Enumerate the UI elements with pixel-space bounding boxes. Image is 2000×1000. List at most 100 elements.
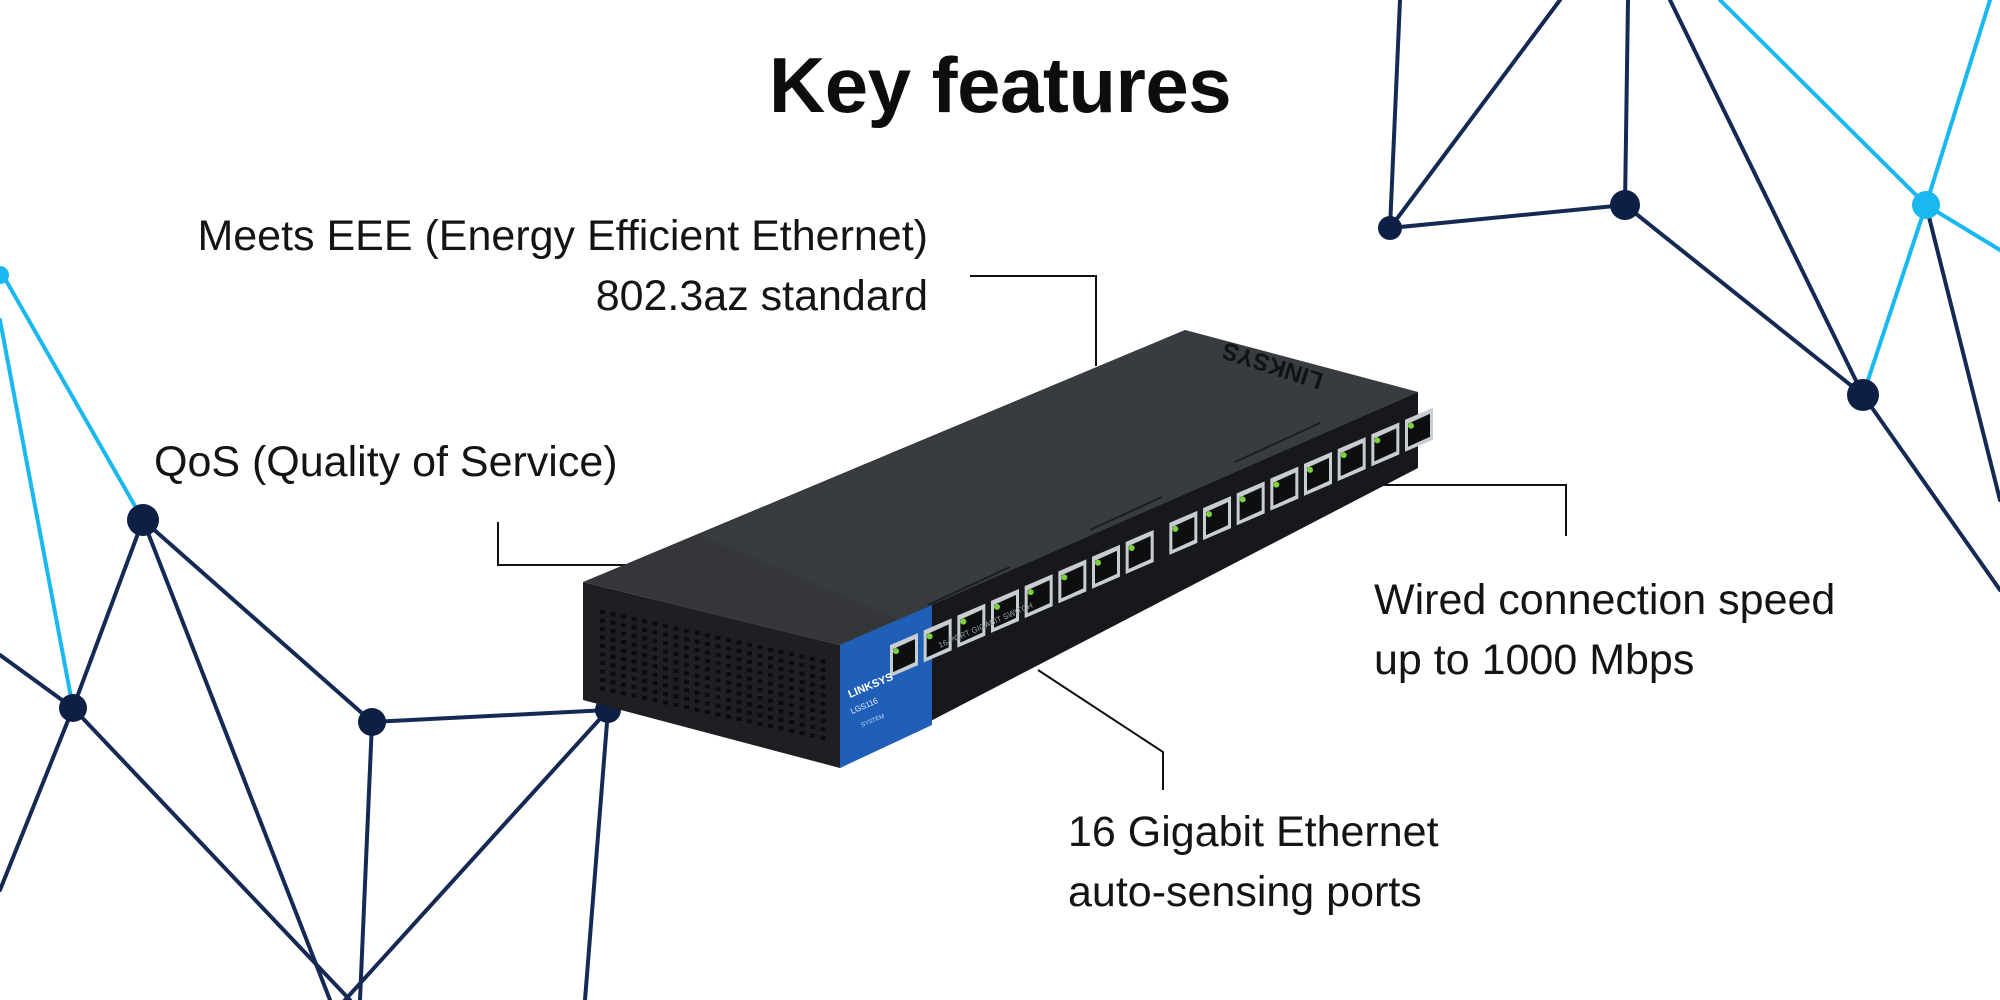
port-led-indicator <box>1061 574 1068 581</box>
vent-hole <box>715 678 721 683</box>
vent-hole <box>799 731 805 736</box>
vent-hole <box>694 665 700 670</box>
vent-hole <box>705 659 710 663</box>
vent-hole <box>663 632 668 637</box>
vent-hole <box>621 665 626 670</box>
callout-line-ports <box>1037 669 1164 790</box>
vent-hole <box>621 623 626 628</box>
port-led-indicator <box>1128 544 1135 551</box>
vent-hole <box>757 645 763 650</box>
feature-eee-line-1: Meets EEE (Energy Efficient Ethernet) <box>197 212 928 260</box>
vent-hole <box>673 702 679 707</box>
top-seams <box>927 422 1321 606</box>
network-switch: LINKSYS LINKSYS LGS116 SYSTEM 16-PORT GI… <box>583 330 1433 768</box>
vent-hole <box>715 669 721 674</box>
vent-hole <box>600 618 605 623</box>
vent-hole <box>631 676 637 681</box>
vent-hole <box>789 652 794 657</box>
vent-hole <box>768 664 773 669</box>
vent-hole <box>663 641 668 646</box>
vent-hole <box>610 671 616 676</box>
port-socket <box>1206 502 1228 536</box>
vent-hole <box>736 674 742 679</box>
port-socket <box>893 639 915 673</box>
vent-hole <box>715 703 721 708</box>
vent-hole <box>610 629 616 634</box>
vent-hole <box>652 689 658 694</box>
vent-hole <box>820 676 826 681</box>
vent-hole <box>768 707 773 712</box>
vent-hole <box>642 661 647 666</box>
vent-hole <box>810 699 815 704</box>
vent-hole <box>673 660 679 665</box>
feature-speed-line-2: up to 1000 Mbps <box>1374 636 1695 684</box>
vent-hole <box>663 658 668 663</box>
ethernet-port <box>890 633 918 678</box>
port-led-indicator <box>994 603 1000 610</box>
vent-hole <box>694 656 700 661</box>
vent-hole <box>768 715 773 720</box>
vent-hole <box>726 689 731 694</box>
vent-hole <box>621 640 626 645</box>
vent-hole <box>631 693 637 698</box>
vent-hole <box>684 705 689 710</box>
vent-hole <box>642 678 647 683</box>
ethernet-port <box>1092 544 1120 589</box>
vent-hole <box>810 682 815 687</box>
vent-hole <box>736 657 742 662</box>
switch-side-face <box>583 582 840 768</box>
vent-hole <box>600 627 605 631</box>
vent-hole <box>663 700 668 705</box>
feature-energy-efficient-ethernet: Meets EEE (Energy Efficient Ethernet) 80… <box>197 206 928 326</box>
vent-hole <box>663 692 668 697</box>
vent-hole <box>820 710 826 715</box>
vent-hole <box>673 685 679 690</box>
vent-hole <box>747 693 752 698</box>
vent-hole <box>810 657 815 661</box>
network-nodes-left <box>0 266 621 736</box>
vent-hole <box>715 712 721 717</box>
vent-hole <box>799 705 805 710</box>
vent-hole <box>726 638 731 643</box>
vent-hole <box>810 674 815 678</box>
port-led-indicator <box>1206 511 1212 518</box>
callout-line-eee <box>970 275 1097 366</box>
vent-hole <box>820 718 826 723</box>
port-socket <box>994 594 1016 628</box>
vent-hole <box>736 700 742 705</box>
port-led-indicator <box>926 633 933 640</box>
ethernet-port <box>1337 437 1366 482</box>
vent-hole <box>747 651 752 656</box>
vent-hole <box>820 727 826 732</box>
vent-hole <box>778 683 784 688</box>
vent-hole <box>694 682 700 687</box>
vent-hole <box>736 640 742 645</box>
vent-hole <box>820 667 826 672</box>
port-led-indicator <box>960 618 967 625</box>
vent-hole <box>705 693 710 697</box>
vent-hole <box>789 711 794 716</box>
vent-hole <box>810 716 815 721</box>
vent-hole <box>715 635 721 640</box>
vent-hole <box>631 659 637 664</box>
vent-hole <box>705 642 710 646</box>
feature-qos-line-1: QoS (Quality of Service) <box>154 438 618 486</box>
vent-hole <box>684 628 689 633</box>
port-led-indicator <box>893 648 899 655</box>
vent-hole <box>663 666 668 671</box>
feature-quality-of-service: QoS (Quality of Service) <box>154 432 618 492</box>
port-socket <box>1340 443 1363 477</box>
vent-hole <box>642 644 647 649</box>
vent-hole <box>778 726 784 731</box>
vent-hole <box>799 671 805 676</box>
vent-hole <box>600 661 605 665</box>
vent-hole <box>652 698 658 703</box>
port-socket <box>1027 580 1050 614</box>
feature-ports-line-2: auto-sensing ports <box>1068 868 1422 916</box>
vent-hole <box>736 649 742 654</box>
vent-hole <box>715 686 721 691</box>
vent-hole <box>600 635 605 640</box>
vent-hole <box>726 646 731 651</box>
